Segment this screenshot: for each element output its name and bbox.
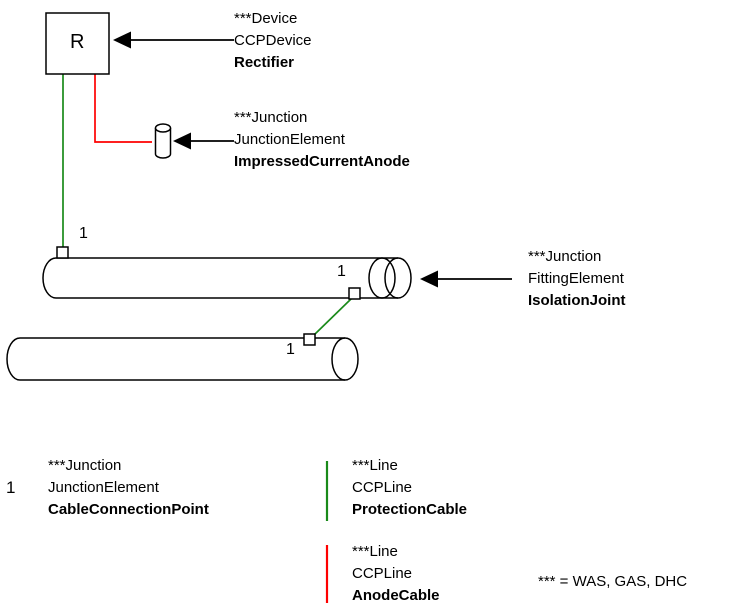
callout-anode-line2: JunctionElement — [234, 131, 345, 148]
legend-anode-cable-line1: ***Line — [352, 543, 398, 560]
protection-cable-pipe1-to-pipe2 — [313, 298, 352, 336]
callout-anode: ***Junction JunctionElement ImpressedCur… — [234, 107, 410, 173]
pipe2-left-cap — [6, 337, 21, 381]
rectifier-box — [45, 12, 110, 75]
callout-device-line3: Rectifier — [234, 54, 295, 71]
legend-footnote: *** = WAS, GAS, DHC — [538, 573, 688, 590]
legend-protection-cable-line1: ***Line — [352, 457, 398, 474]
device-callout-arrowhead-icon — [113, 31, 131, 49]
legend-anode-cable: ***Line CCPLine AnodeCable — [352, 541, 440, 607]
legend-connection-point-symbol: 1 — [6, 478, 16, 497]
legend-protection-cable-line3: ProtectionCable — [352, 501, 468, 518]
pipe1-left-cap — [42, 257, 57, 299]
isolation-joint-ring — [368, 257, 396, 299]
anode-cable-rectifier-to-anode — [94, 74, 152, 143]
anode-cylinder-top — [154, 123, 172, 133]
callout-device-line2: CCPDevice — [234, 32, 312, 49]
pipe1-end-cap — [384, 257, 412, 299]
legend-protection-cable: ***Line CCPLine ProtectionCable — [352, 455, 467, 521]
legend-connection-point-line2: JunctionElement — [48, 479, 159, 496]
legend-protection-cable-line2: CCPLine — [352, 479, 413, 496]
connection-point-marker-pipe1-left: 1 — [79, 225, 88, 242]
legend-anode-cable-line2: CCPLine — [352, 565, 413, 582]
pipe2-end-cap — [331, 337, 359, 381]
cable-connection-point-2 — [348, 287, 361, 300]
connection-point-marker-pipe1-right: 1 — [337, 263, 346, 280]
callout-isolation-joint: ***Junction FittingElement IsolationJoin… — [528, 246, 626, 312]
legend-connection-point-line3: CableConnectionPoint — [48, 501, 209, 518]
anode-callout-arrowhead-icon — [173, 132, 191, 150]
cable-connection-point-1 — [56, 246, 69, 259]
callout-isolation-joint-line1: ***Junction — [528, 248, 602, 265]
isolation-joint-callout-arrowhead-icon — [420, 270, 438, 288]
anode-cylinder-body — [154, 128, 172, 159]
callout-device: ***Device CCPDevice Rectifier — [234, 8, 312, 74]
legend-anode-cable-line3: AnodeCable — [352, 587, 440, 604]
cable-connection-point-3 — [303, 333, 316, 346]
legend-connection-point-line1: ***Junction — [48, 457, 122, 474]
legend-connection-point: ***Junction JunctionElement CableConnect… — [48, 455, 209, 521]
callout-anode-line1: ***Junction — [234, 109, 308, 126]
rectifier-symbol: R — [70, 31, 85, 53]
callout-anode-line3: ImpressedCurrentAnode — [234, 153, 410, 170]
connection-point-marker-pipe2: 1 — [286, 341, 295, 358]
callout-isolation-joint-line2: FittingElement — [528, 270, 624, 287]
callout-device-line1: ***Device — [234, 10, 298, 27]
callout-isolation-joint-line3: IsolationJoint — [528, 292, 626, 309]
